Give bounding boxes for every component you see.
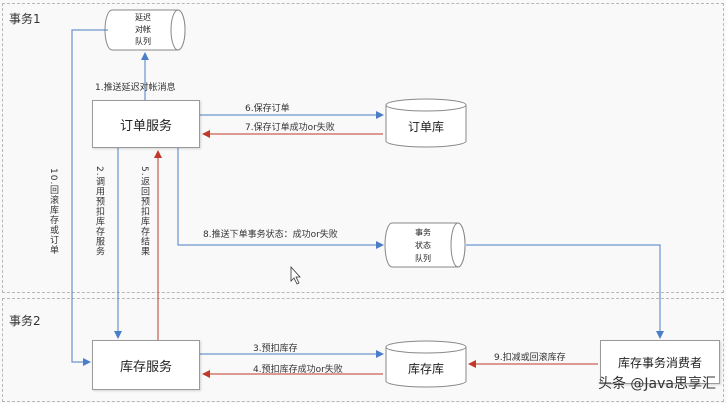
inventory-consumer-box: 库存事务消费者: [600, 340, 720, 384]
edge-9-label: 9.扣减或回滚库存: [494, 353, 566, 363]
edge-2-label: 2.调用预扣库存服务: [94, 166, 104, 257]
inventory-db-cylinder: [385, 340, 467, 388]
transaction2-region: [2, 298, 724, 402]
edge-8-label: 8.推送下单事务状态：成功or失败: [203, 230, 338, 240]
edge-10-label: 10.回滚库存或订单: [48, 168, 58, 256]
transaction1-region: [2, 3, 724, 293]
edge-10-line: [71, 29, 108, 366]
watermark-text: 头条 @Java思享汇: [597, 376, 716, 392]
edge-8-line: [177, 148, 384, 249]
queue-to-consumer-line: [466, 244, 664, 339]
edge-4-label: 4.预扣库存成功or失败: [253, 365, 343, 375]
delay-queue-label: 延迟 对帐 队列: [135, 13, 151, 46]
tx-status-queue-cylinder: [384, 222, 466, 268]
order-service-box: 订单服务: [92, 100, 200, 148]
edge-1-label: 1.推送延迟对帐消息: [95, 83, 176, 93]
delay-queue-cylinder: [104, 9, 186, 51]
transaction2-label: 事务2: [9, 314, 41, 328]
tx-status-queue-label: 事务 状态 队列: [415, 228, 431, 263]
edge-7-label: 7.保存订单成功or失败: [245, 123, 335, 133]
inventory-db-label: 库存库: [407, 362, 444, 376]
transaction1-label: 事务1: [9, 12, 41, 26]
mouse-cursor-icon: [290, 265, 301, 285]
order-db-cylinder: [385, 98, 467, 148]
inventory-service-box: 库存服务: [92, 340, 200, 390]
edge-6-label: 6.保存订单: [245, 104, 290, 114]
order-db-label: 订单库: [407, 120, 444, 134]
edge-3-label: 3.预扣库存: [253, 344, 298, 354]
edge-5-label: 5.返回预扣库存结果: [139, 166, 149, 257]
